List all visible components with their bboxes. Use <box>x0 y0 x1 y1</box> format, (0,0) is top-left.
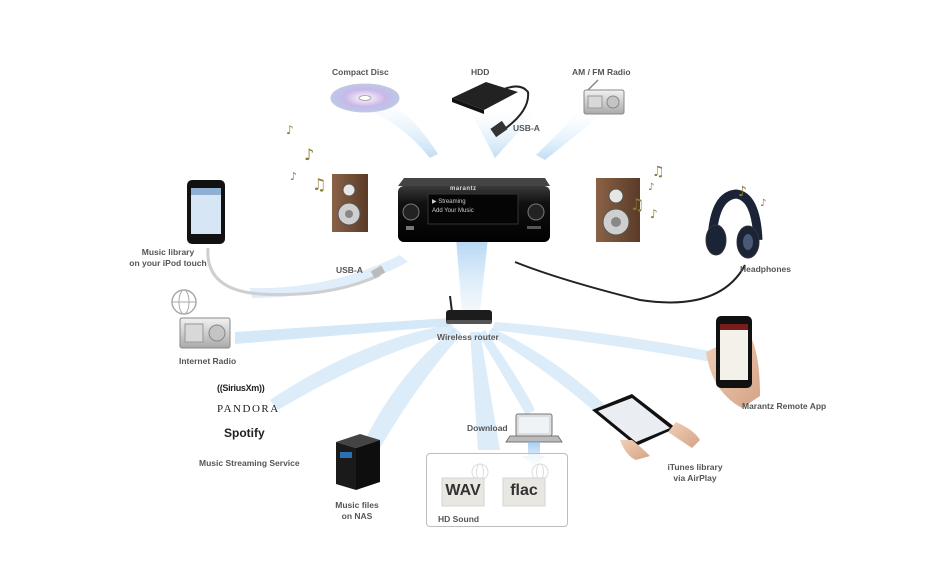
speaker-icon <box>596 178 640 242</box>
beam-usb-left <box>250 255 408 298</box>
label-nas: Music files on NAS <box>327 500 387 521</box>
spotify-logo: Spotify <box>224 426 265 440</box>
label-ipod: Music library on your iPod touch <box>118 247 218 268</box>
label-itunes-line2: via AirPlay <box>673 472 717 483</box>
svg-text:♫: ♫ <box>312 175 326 194</box>
label-ipod-line2: on your iPod touch <box>129 257 207 268</box>
svg-text:♪: ♪ <box>650 207 658 221</box>
usb-plug-ipod <box>370 265 386 279</box>
nas-icon <box>336 434 380 490</box>
label-hdd: HDD <box>471 67 490 77</box>
marantz-receiver <box>398 178 550 242</box>
beam-cd <box>355 98 438 158</box>
radio-icon <box>179 317 231 349</box>
headphones-icon <box>705 189 763 259</box>
tablet-icon <box>592 394 700 460</box>
pandora-logo: PANDORA <box>217 403 280 415</box>
label-remote-app: Marantz Remote App <box>742 401 827 411</box>
label-am-fm-radio: AM / FM Radio <box>572 67 631 77</box>
wav-label: WAV <box>445 482 481 499</box>
label-compact-disc: Compact Disc <box>332 67 389 77</box>
ipod-icon <box>187 180 225 244</box>
beam-hdd <box>470 108 540 158</box>
label-itunes-line1: iTunes library <box>667 462 723 472</box>
label-wireless-router: Wireless router <box>437 332 499 342</box>
beam-hd <box>470 332 500 450</box>
label-usb-a-left: USB-A <box>336 265 363 275</box>
device-display-line1: ▶ Streaming <box>432 199 466 205</box>
beam-group <box>235 98 715 450</box>
svg-text:♪: ♪ <box>286 123 294 137</box>
globe-icon <box>171 289 197 315</box>
beam-nas <box>365 328 462 448</box>
beam-download <box>478 330 535 415</box>
svg-text:♫: ♫ <box>652 164 665 180</box>
svg-text:♪: ♪ <box>290 170 297 183</box>
label-hd-sound: HD Sound <box>438 514 480 524</box>
device-brand: marantz <box>450 186 477 192</box>
device-display-line2: Add Your Music <box>432 208 474 214</box>
siriusxm-logo: ((SiriusXm)) <box>217 383 265 393</box>
label-download: Download <box>467 423 508 433</box>
svg-text:♪: ♪ <box>648 182 654 193</box>
label-nas-line2: on NAS <box>341 510 373 521</box>
router-icon <box>446 295 492 324</box>
cd-icon <box>330 83 400 113</box>
label-streaming-service: Music Streaming Service <box>199 458 300 468</box>
flac-label: flac <box>510 482 538 499</box>
svg-text:♪: ♪ <box>760 198 766 209</box>
ipod-cable <box>206 247 381 297</box>
svg-text:♪: ♪ <box>738 184 747 200</box>
laptop-icon <box>505 413 563 443</box>
beam-internet-radio <box>235 318 450 344</box>
label-itunes: iTunes library via AirPlay <box>660 462 730 483</box>
headphone-cable <box>514 261 746 304</box>
beam-streaming <box>270 324 456 410</box>
label-internet-radio: Internet Radio <box>179 356 237 366</box>
beam-itunes <box>488 328 610 418</box>
hd-sound-box <box>426 453 568 527</box>
svg-text:♫: ♫ <box>630 195 644 214</box>
label-nas-line1: Music files <box>335 500 379 510</box>
label-headphones: Headphones <box>740 264 792 274</box>
beam-router-main <box>456 238 488 312</box>
radio-icon <box>583 79 625 115</box>
usb-plug-hdd <box>490 120 508 138</box>
svg-text:♪: ♪ <box>304 145 314 164</box>
beam-radio <box>536 110 600 160</box>
music-note-icon: ♪ ♪ ♪ ♫ ♫ ♪ ♫ ♪ ♪ ♪ <box>286 123 766 221</box>
hdd-icon <box>452 82 518 114</box>
beam-remote <box>492 322 715 362</box>
label-usb-a-top: USB-A <box>513 123 540 133</box>
speaker-icon <box>332 174 368 232</box>
label-ipod-line1: Music library <box>141 247 195 257</box>
usb-cable-hdd <box>501 85 530 129</box>
phone-icon <box>706 316 760 408</box>
